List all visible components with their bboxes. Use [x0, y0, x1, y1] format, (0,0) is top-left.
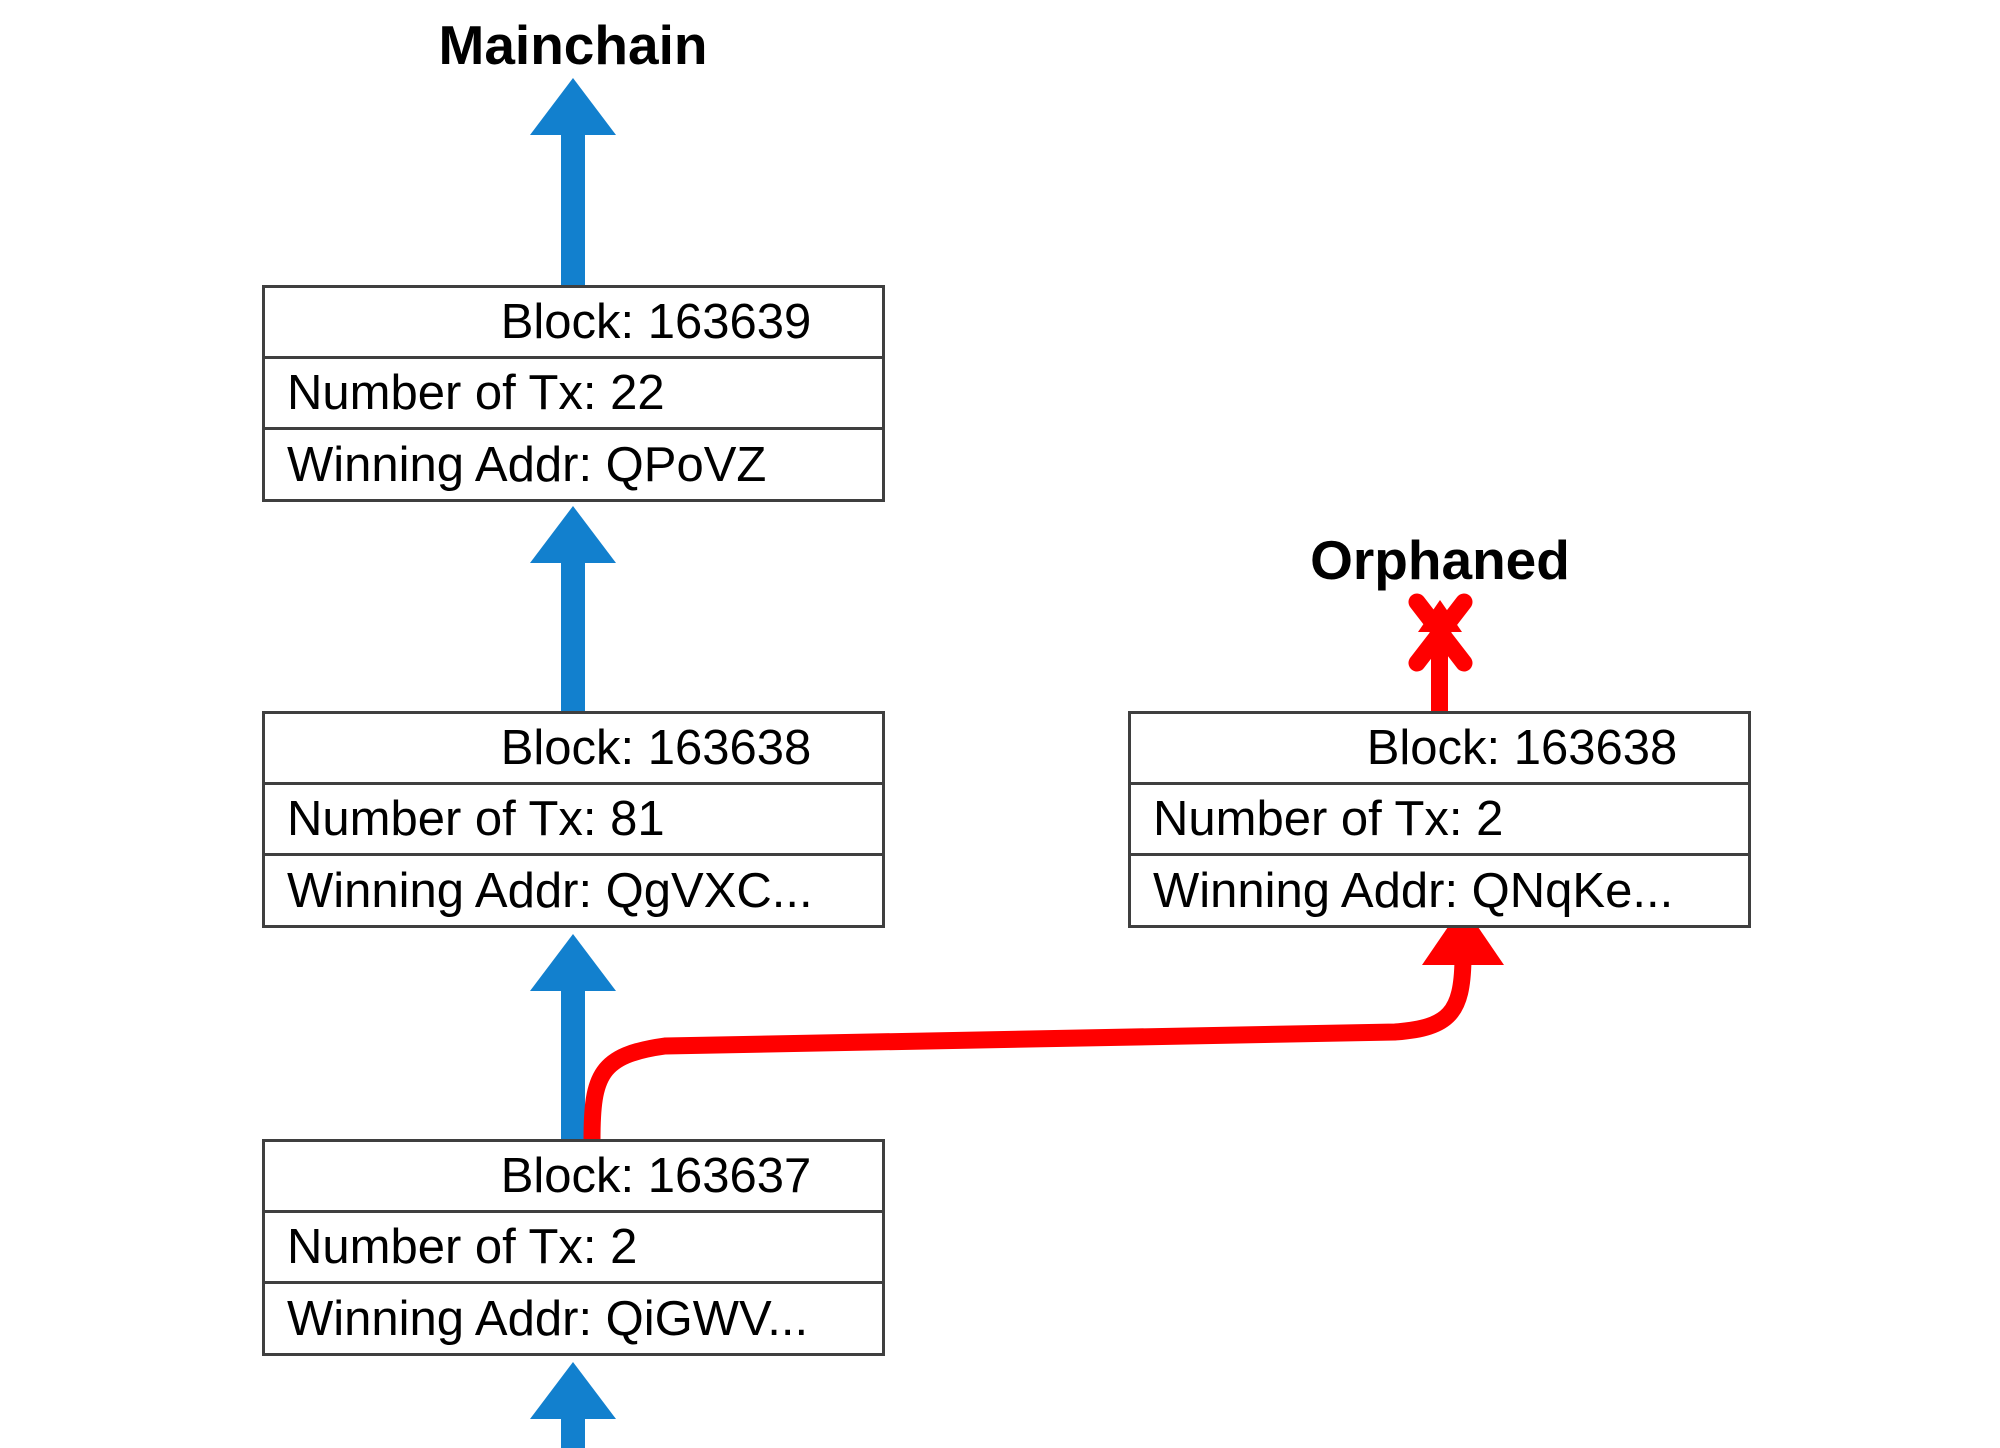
block-height-row: Block: 163638 — [1131, 714, 1748, 785]
mainchain-up-arrow-163638-to-163639 — [530, 506, 616, 714]
mainchain-up-arrow-163637-to-163638 — [530, 934, 616, 1142]
block-winning-addr-row: Winning Addr: QgVXC... — [287, 864, 813, 918]
block-winning-addr-row: Winning Addr: QiGWV... — [287, 1292, 809, 1346]
block-winning-addr-row: Winning Addr: QPoVZ — [287, 438, 767, 492]
block-tx-count-row: Number of Tx: 22 — [265, 359, 882, 430]
block-winning-addr-row: Winning Addr: QNqKe... — [1153, 864, 1674, 918]
mainchain-up-arrow-bottom — [530, 1362, 616, 1448]
block-tx-count-row: Number of Tx: 2 — [1131, 785, 1748, 856]
block-height-row: Block: 163637 — [265, 1142, 882, 1213]
block-height-row: Block: 163638 — [265, 714, 882, 785]
mainchain-title: Mainchain — [438, 14, 708, 76]
orphaned-title: Orphaned — [1310, 529, 1570, 591]
fork-to-orphan-curve — [583, 905, 1504, 1149]
block-163639[interactable]: Block: 163639 Number of Tx: 22 Winning A… — [262, 285, 885, 502]
block-tx-count-row: Number of Tx: 2 — [265, 1213, 882, 1284]
block-tx-count-row: Number of Tx: 81 — [265, 785, 882, 856]
block-height-row: Block: 163639 — [265, 288, 882, 359]
block-163638[interactable]: Block: 163638 Number of Tx: 81 Winning A… — [262, 711, 885, 928]
block-163637[interactable]: Block: 163637 Number of Tx: 2 Winning Ad… — [262, 1139, 885, 1356]
mainchain-up-arrow-top — [530, 78, 616, 292]
orphan-terminated-arrow — [1418, 600, 1462, 712]
block-orphaned-163638[interactable]: Block: 163638 Number of Tx: 2 Winning Ad… — [1128, 711, 1751, 928]
